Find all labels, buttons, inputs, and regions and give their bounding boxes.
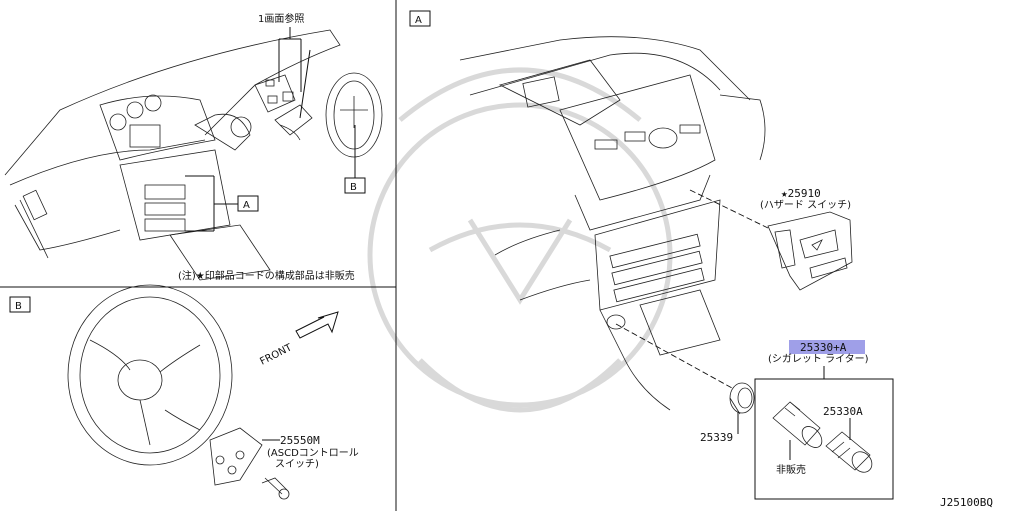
part-25330A-code[interactable]: 25330A <box>823 405 863 418</box>
callout-b-box[interactable]: B <box>344 177 366 194</box>
front-label: FRONT <box>258 342 294 368</box>
lighter-plug-drawing <box>825 431 873 473</box>
steering-wheel-drawing <box>67 284 290 500</box>
diagram-id: J25100BQ <box>940 496 993 509</box>
part-25330-highlight <box>789 340 865 354</box>
hazard-switch-drawing <box>767 211 853 291</box>
part-25910-code[interactable]: ★25910 <box>781 187 821 200</box>
part-25550M-code[interactable]: 25550M <box>280 434 320 447</box>
lighter-socket-drawing <box>772 401 823 448</box>
footnote-text: (注)★印部品コードの構成部品は非販売 <box>178 269 355 282</box>
ref-note-label: 1画面参照 <box>258 12 304 25</box>
dashboard-overview-drawing <box>4 27 383 281</box>
panel-b-label: B <box>9 296 31 313</box>
watermark-emblem <box>367 67 673 413</box>
panel-dividers <box>0 0 397 511</box>
center-console-drawing <box>459 36 766 411</box>
part-25910-desc: (ハザード スイッチ) <box>760 199 851 211</box>
callout-b-label: B <box>350 182 357 193</box>
front-arrow: FRONT <box>258 311 339 368</box>
lighter-ring-drawing <box>729 382 755 415</box>
dash-line-25910 <box>689 189 769 229</box>
callout-a-label: A <box>243 200 250 211</box>
part-25330-code[interactable]: 25330+A <box>800 341 847 354</box>
part-25330-desc: (シガレット ライター) <box>768 353 869 365</box>
dash-line-25339 <box>615 323 733 389</box>
svg-text:B: B <box>15 301 22 312</box>
part-25550M-desc-1: (ASCDコントロール <box>267 448 359 459</box>
part-25339-code[interactable]: 25339 <box>700 431 733 444</box>
callout-a-box[interactable]: A <box>237 195 259 212</box>
not-for-sale-label: 非販売 <box>776 463 806 476</box>
part-25550M-desc-2: スイッチ) <box>275 458 319 470</box>
panel-a-label: A <box>409 10 431 27</box>
svg-text:A: A <box>415 15 422 26</box>
cigarette-lighter-assembly-box <box>754 378 894 500</box>
